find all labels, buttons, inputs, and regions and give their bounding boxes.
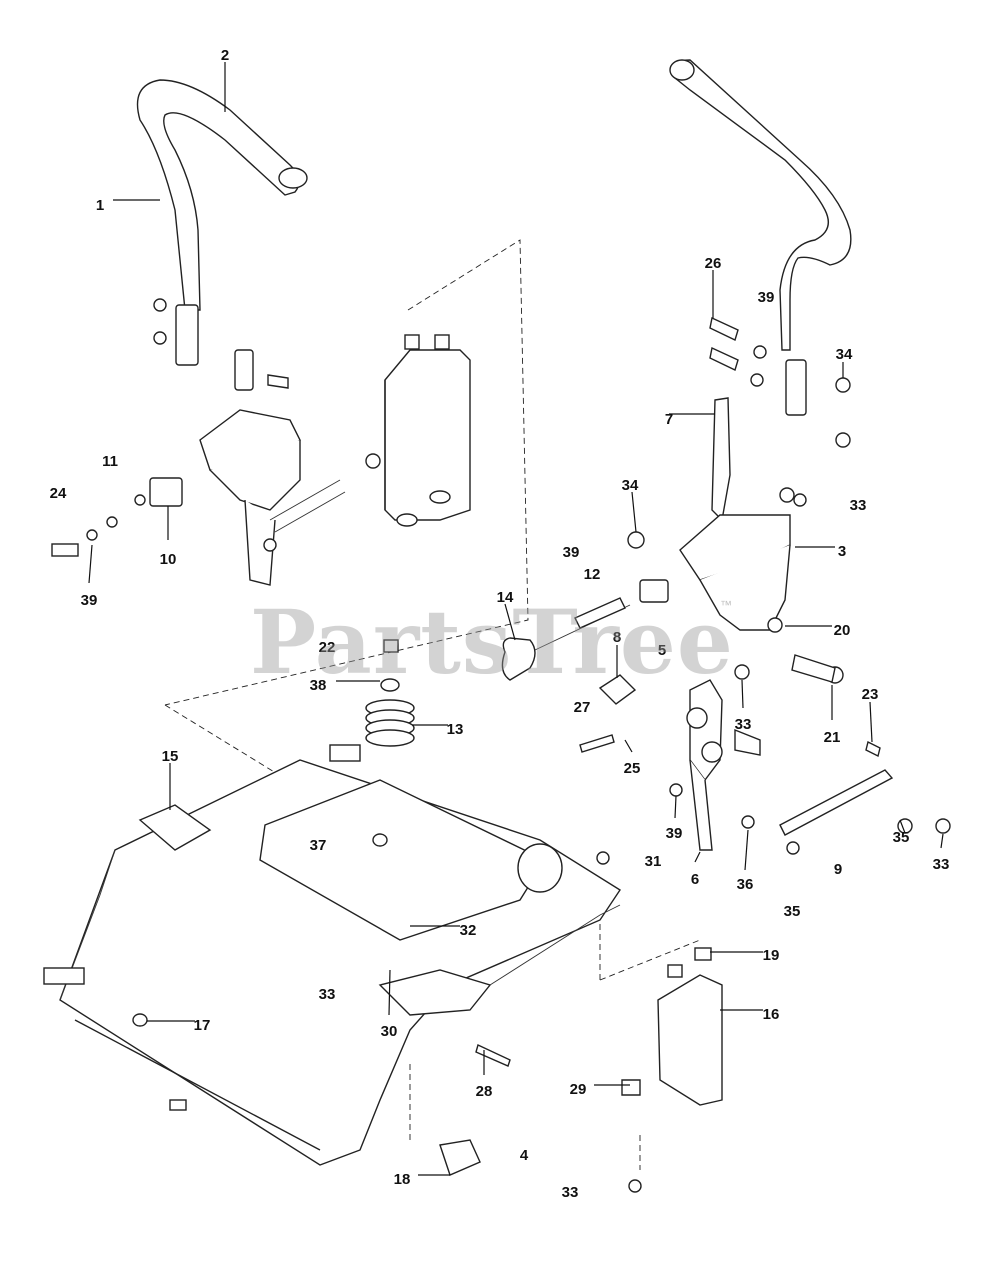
callout-c33b: 33 xyxy=(850,497,867,514)
callout-c26: 26 xyxy=(705,255,722,272)
callout-c24: 24 xyxy=(50,485,67,502)
leader-lines xyxy=(88,62,944,1176)
linkage-rod xyxy=(779,740,951,855)
lower-fasteners xyxy=(439,1044,511,1176)
callout-c33c: 33 xyxy=(933,856,950,873)
callout-c28: 28 xyxy=(476,1083,493,1100)
callout-c15: 15 xyxy=(162,748,179,765)
callout-c35b: 35 xyxy=(784,903,801,920)
callout-c12: 12 xyxy=(584,566,601,583)
partstree-watermark: PartsTree xyxy=(250,590,734,694)
callout-c13: 13 xyxy=(447,721,464,738)
callout-c39d: 39 xyxy=(666,825,683,842)
callout-c33a: 33 xyxy=(735,716,752,733)
callout-c11: 11 xyxy=(102,453,118,470)
callout-c34a: 34 xyxy=(622,477,639,494)
callout-c17: 17 xyxy=(194,1017,211,1034)
callout-c19: 19 xyxy=(763,947,780,964)
callout-c36: 36 xyxy=(737,876,754,893)
callout-c21: 21 xyxy=(824,729,841,746)
callout-c27: 27 xyxy=(574,699,591,716)
callout-c2: 2 xyxy=(221,47,229,64)
callout-c31: 31 xyxy=(645,853,662,870)
right-control-assembly xyxy=(627,316,807,633)
callout-c22: 22 xyxy=(319,639,336,656)
callout-c39a: 39 xyxy=(81,592,98,609)
callout-c30: 30 xyxy=(381,1023,398,1040)
callout-c10: 10 xyxy=(160,551,177,568)
bolt-stack-left xyxy=(51,477,183,557)
callout-c7: 7 xyxy=(665,411,673,428)
callout-c4: 4 xyxy=(520,1147,529,1164)
spring-stack xyxy=(365,639,415,747)
callout-c23: 23 xyxy=(862,686,879,703)
callout-c20: 20 xyxy=(834,622,851,639)
lower-right-bracket xyxy=(621,947,723,1193)
callout-c34b: 34 xyxy=(836,346,853,363)
panel-bracket-upper xyxy=(365,334,471,527)
callout-c29: 29 xyxy=(570,1081,587,1098)
callout-labels: 1234567891011121314151617181920212223242… xyxy=(50,47,950,1201)
callout-c33e: 33 xyxy=(562,1184,579,1201)
trademark-symbol: ™ xyxy=(720,598,732,612)
callout-c33d: 33 xyxy=(319,986,336,1003)
callout-c39c: 39 xyxy=(758,289,775,306)
callout-c8: 8 xyxy=(613,629,621,646)
callout-c9: 9 xyxy=(834,861,842,878)
callout-c38: 38 xyxy=(310,677,327,694)
callout-c14: 14 xyxy=(497,589,514,606)
callout-c35a: 35 xyxy=(893,829,910,846)
callout-c25: 25 xyxy=(624,760,641,777)
right-steering-handle xyxy=(669,59,852,448)
callout-c3: 3 xyxy=(838,543,846,560)
callout-c39b: 39 xyxy=(563,544,580,561)
knob-and-spring xyxy=(501,579,669,681)
callout-c32: 32 xyxy=(460,922,477,939)
callout-c18: 18 xyxy=(394,1171,411,1188)
callout-c37: 37 xyxy=(310,837,327,854)
center-lever-assembly xyxy=(579,654,844,851)
left-steering-handle xyxy=(136,79,308,366)
left-control-mount xyxy=(199,349,346,586)
callout-c1: 1 xyxy=(96,197,104,214)
callout-c5: 5 xyxy=(658,642,666,659)
main-base-plate xyxy=(43,744,621,1166)
callout-c16: 16 xyxy=(763,1006,780,1023)
callout-c6: 6 xyxy=(691,871,699,888)
